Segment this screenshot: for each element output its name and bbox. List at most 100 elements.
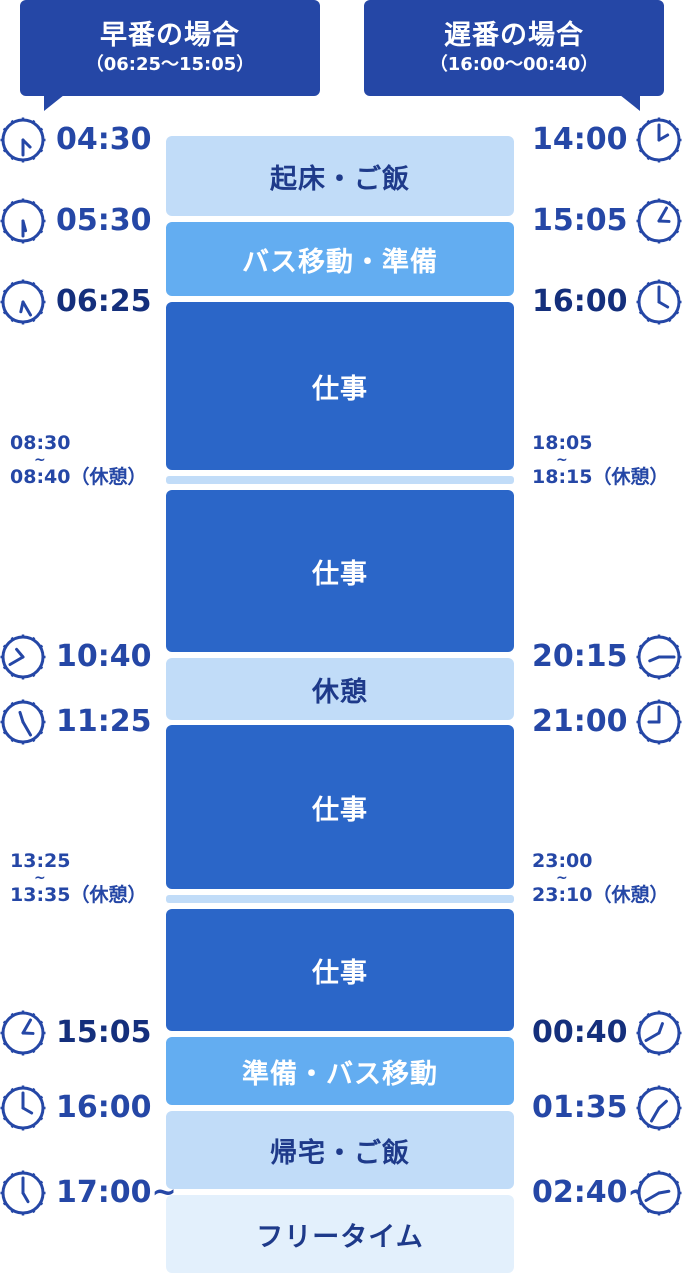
clock-tick	[10, 318, 15, 323]
clock-tick	[39, 665, 44, 670]
clock-tick	[31, 1049, 36, 1054]
clock-tick	[10, 156, 15, 161]
clock-tick	[675, 730, 680, 735]
early-time-free: 17:00~	[56, 1175, 177, 1210]
early-break-1-tilde: ~	[34, 452, 46, 468]
clock-tick	[675, 1116, 680, 1121]
late-break-1-start: 18:05	[532, 432, 593, 454]
clock-tick	[675, 644, 680, 649]
clock-tick	[646, 1124, 651, 1129]
clock-tick	[638, 709, 643, 714]
clock-minute-hand	[21, 1018, 32, 1035]
late-time-free: 02:40~	[532, 1175, 653, 1210]
clock-tick	[2, 709, 7, 714]
clock-tick	[10, 1172, 15, 1177]
clock-tick	[10, 636, 15, 641]
early-time-lunch-start: 10:40	[56, 639, 152, 674]
clock-tick	[667, 1209, 672, 1214]
clock-tick	[31, 119, 36, 124]
clock-tick	[39, 1020, 44, 1025]
clock-hour-hand	[18, 710, 25, 724]
clock-tick	[2, 1041, 7, 1046]
block-work-2: 仕事	[166, 490, 514, 652]
clock-tick	[667, 318, 672, 323]
clock-tick	[31, 1124, 36, 1129]
clock-tick	[675, 127, 680, 132]
early-time-bus: 05:30	[56, 203, 152, 238]
late-break-2-start: 23:00	[532, 850, 593, 872]
clock-tick	[2, 127, 7, 132]
clock-tick	[675, 148, 680, 153]
block-lunch-break: 休憩	[166, 658, 514, 720]
clock-tick	[646, 701, 651, 706]
early-shift-title: 早番の場合	[100, 20, 240, 51]
clock-tick	[39, 730, 44, 735]
block-work-3: 仕事	[166, 725, 514, 889]
clock-tick	[638, 289, 643, 294]
clock-tick	[31, 636, 36, 641]
clock-minute-hand	[21, 720, 32, 737]
late-header-pointer	[620, 95, 640, 111]
clock-tick	[10, 738, 15, 743]
clock-tick	[2, 310, 7, 315]
clock-tick	[675, 310, 680, 315]
early-time-wake: 04:30	[56, 122, 152, 157]
clock-icon	[0, 1085, 46, 1131]
clock-tick	[10, 1124, 15, 1129]
clock-hour-hand	[657, 1189, 671, 1195]
late-break-1: 18:05 ~ 18:15（休憩）	[532, 432, 668, 488]
clock-tick	[646, 1087, 651, 1092]
clock-tick	[39, 148, 44, 153]
clock-minute-hand	[644, 1191, 661, 1202]
late-shift-hours: （16:00〜00:40）	[429, 54, 599, 75]
clock-tick	[667, 1012, 672, 1017]
clock-hour-hand	[657, 300, 670, 309]
early-break-2-end: 13:35（休憩）	[10, 884, 147, 906]
clock-tick	[646, 673, 651, 678]
early-shift-hours: （06:25〜15:05）	[85, 54, 255, 75]
clock-tick	[667, 1124, 672, 1129]
clock-tick	[667, 738, 672, 743]
clock-icon	[0, 198, 46, 244]
clock-tick	[39, 127, 44, 132]
clock-hour-hand	[21, 1191, 30, 1204]
clock-minute-hand	[8, 655, 25, 666]
late-time-bus: 15:05	[532, 203, 628, 238]
clock-tick	[31, 673, 36, 678]
late-shift-title: 遅番の場合	[444, 20, 584, 51]
clock-tick	[39, 644, 44, 649]
early-time-work-end: 15:05	[56, 1015, 152, 1050]
clock-tick	[39, 208, 44, 213]
clock-tick	[2, 208, 7, 213]
late-break-2: 23:00 ~ 23:10（休憩）	[532, 850, 668, 906]
early-time-work-start: 06:25	[56, 284, 152, 319]
early-break-1-end: 08:40（休憩）	[10, 466, 147, 488]
clock-tick	[2, 1201, 7, 1206]
clock-tick	[31, 1209, 36, 1214]
clock-icon	[0, 634, 46, 680]
early-time-lunch-end: 11:25	[56, 704, 152, 739]
early-break-1: 08:30 ~ 08:40（休憩）	[10, 432, 146, 488]
clock-hour-hand	[657, 1022, 664, 1035]
clock-tick	[646, 1049, 651, 1054]
clock-icon	[636, 699, 682, 745]
clock-tick	[646, 1012, 651, 1017]
clock-tick	[675, 1095, 680, 1100]
late-time-home: 01:35	[532, 1090, 628, 1125]
clock-hour-hand	[15, 647, 25, 659]
clock-icon	[0, 699, 46, 745]
clock-tick	[667, 1172, 672, 1177]
clock-tick	[10, 1012, 15, 1017]
clock-icon	[636, 279, 682, 325]
clock-tick	[39, 709, 44, 714]
clock-icon	[636, 198, 682, 244]
late-time-work-end: 00:40	[532, 1015, 628, 1050]
clock-tick	[10, 119, 15, 124]
clock-tick	[31, 200, 36, 205]
clock-minute-hand	[644, 1031, 661, 1042]
block-break-strip-1	[166, 476, 514, 484]
clock-tick	[638, 1201, 643, 1206]
clock-tick	[646, 119, 651, 124]
clock-tick	[10, 1209, 15, 1214]
clock-tick	[675, 229, 680, 234]
